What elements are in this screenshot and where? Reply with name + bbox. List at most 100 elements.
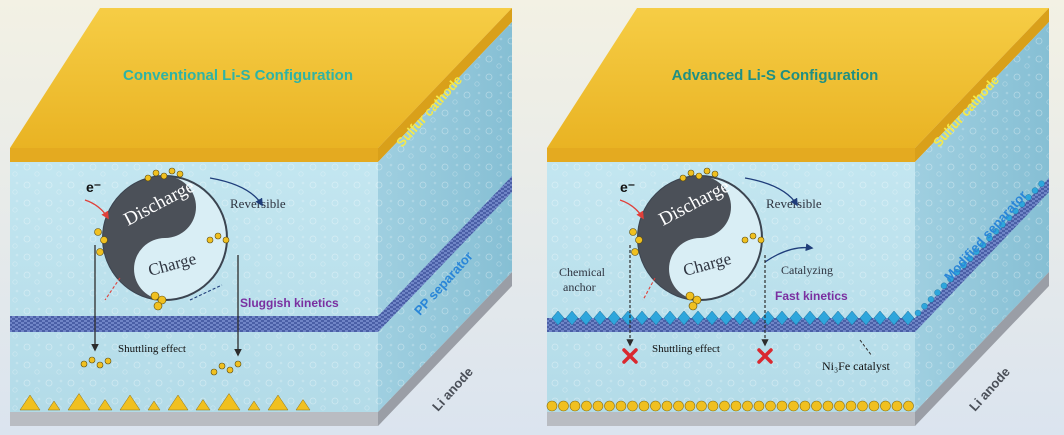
modified-separator-side: [915, 178, 1049, 332]
catalyst-diamond: [887, 310, 901, 326]
catalyst-layer-side: [914, 180, 1045, 317]
catalyst-diamond: [621, 310, 635, 326]
reversible-arrow: [744, 177, 798, 207]
catalyst-dot: [1018, 200, 1026, 208]
catalyst-dot: [1031, 187, 1039, 194]
catalyst-diamond: [803, 310, 817, 326]
li-anode-front: [10, 412, 378, 426]
lithium-dendrites: [19, 393, 311, 411]
lithium-dot: [638, 400, 650, 412]
lithium-dot: [845, 400, 857, 412]
catalyst-diamond: [677, 310, 691, 326]
li-anode-front: [547, 412, 915, 426]
lithium-dot: [742, 400, 753, 412]
lithium-dot: [776, 400, 788, 412]
lithium-dot: [730, 400, 742, 412]
right-shuttling-label: Shuttling effect: [652, 343, 720, 355]
dendrite-triangle: [147, 400, 161, 411]
electron-arrow: [84, 199, 109, 220]
catalyst-dot: [921, 303, 928, 310]
blocked-cross-left: [622, 348, 638, 364]
lithium-dot: [857, 400, 868, 412]
right-electron-label: e⁻: [620, 179, 635, 195]
lithium-dot: [834, 400, 845, 412]
right-kinetics-label: Fast kinetics: [775, 289, 848, 303]
catalyst-dot: [1012, 207, 1019, 215]
blocked-cross-right: [757, 348, 773, 364]
catalyst-diamond: [607, 310, 621, 326]
catalyst-diamond: [691, 310, 705, 326]
lithium-dot: [788, 400, 799, 412]
catalyst-diamond: [775, 310, 789, 326]
dendrite-triangle: [217, 393, 241, 411]
electron-arrow: [619, 199, 644, 220]
lithium-dot: [696, 400, 707, 412]
lithium-dot: [868, 400, 880, 412]
lithium-dot: [650, 400, 661, 412]
lithium-dot: [903, 400, 914, 412]
catalyst-dot: [934, 289, 941, 296]
dendrite-triangle: [295, 399, 311, 411]
cathode-front-strip: [10, 148, 378, 162]
lithium-dot: [765, 400, 776, 412]
catalyst-diamond: [593, 310, 607, 326]
left-kinetics-label: Sluggish kinetics: [240, 296, 339, 310]
lithium-dot: [822, 400, 834, 412]
catalyst-dot: [940, 282, 948, 289]
catalyst-diamond: [635, 310, 649, 326]
catalyzing-arrow: [764, 243, 814, 263]
reversible-arrow: [209, 177, 263, 207]
catalyst-dot: [1005, 214, 1013, 222]
lithium-dot: [753, 400, 765, 412]
dendrite-triangle: [67, 393, 91, 411]
dendrite-triangle: [195, 399, 211, 411]
catalyst-diamond: [733, 310, 747, 326]
conventional-cell: Conventional Li-S Configuration Sulfur c…: [10, 8, 512, 426]
catalyst-diamond: [901, 310, 915, 326]
lithium-dot: [569, 400, 581, 412]
cathode-top-face: [10, 8, 512, 148]
catalyst-dot: [979, 241, 987, 249]
catalyst-dot: [947, 275, 954, 283]
dendrite-triangle: [47, 400, 61, 411]
cathode-side-face: [915, 8, 1049, 162]
lithium-dot: [880, 400, 891, 412]
lithium-dot: [673, 400, 684, 412]
lithium-dot: [891, 400, 903, 412]
catalyst-diamond: [747, 310, 761, 326]
lithium-dot: [615, 400, 627, 412]
li-anode-side: [915, 272, 1049, 426]
catalyst-diamond: [551, 310, 565, 326]
catalyst-dot: [914, 309, 922, 317]
pp-separator-side: [378, 176, 512, 332]
lithium-dot: [811, 400, 822, 412]
cathode-top-face: [547, 8, 1049, 148]
lithium-dot: [661, 400, 673, 412]
right-catalyzing-label: Catalyzing: [781, 263, 833, 277]
catalyst-dot: [1038, 180, 1045, 188]
dendrite-triangle: [247, 400, 261, 411]
lithium-dot: [627, 400, 638, 412]
catalyst-dot: [999, 221, 1006, 228]
pp-separator-front: [10, 316, 378, 332]
right-anchor-label-line2: anchor: [563, 280, 596, 294]
catalyst-dot: [966, 255, 974, 262]
catalyst-layer: [551, 310, 915, 326]
dendrite-triangle: [167, 394, 189, 411]
polysulfide-chains: [80, 167, 242, 376]
right-catalyst-label: Ni₃Fe catalyst: [822, 359, 891, 373]
dendrite-triangle: [97, 399, 113, 411]
left-title: Conventional Li-S Configuration: [123, 67, 353, 84]
lithium-dot: [604, 400, 615, 412]
polysulfide-chains: [629, 167, 765, 311]
catalyst-diamond: [663, 310, 677, 326]
discharge-charge-cycle: [637, 175, 763, 301]
catalyst-diamond: [873, 310, 887, 326]
catalyst-diamond: [831, 310, 845, 326]
left-shuttling-label: Shuttling effect: [118, 343, 186, 355]
lithium-dot: [719, 400, 730, 412]
catalyst-diamond: [649, 310, 663, 326]
lithium-dot: [581, 400, 592, 412]
catalyst-diamond: [845, 310, 859, 326]
